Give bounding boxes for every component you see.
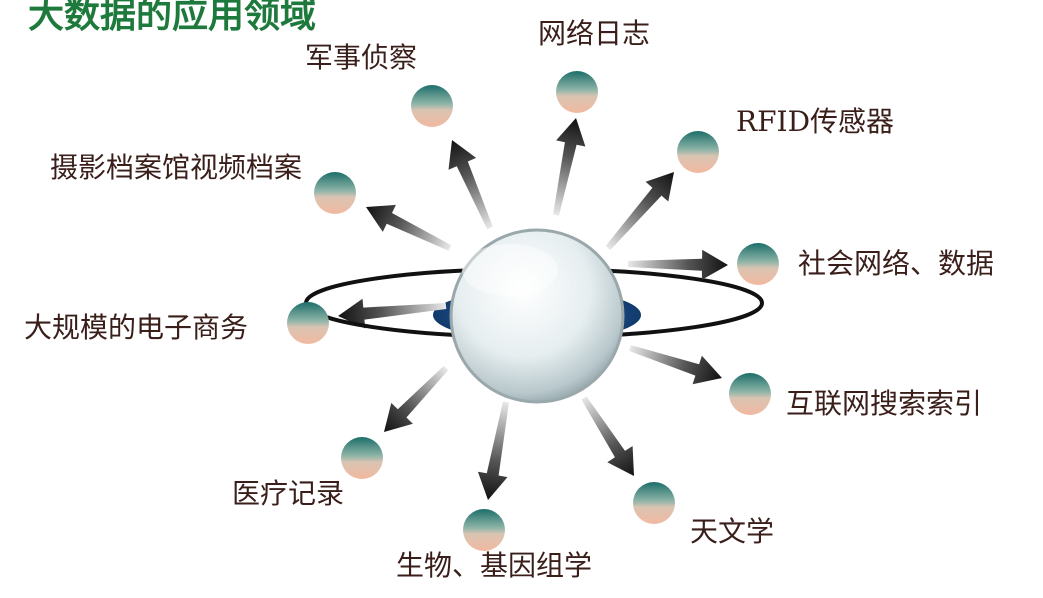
ball-tianwen bbox=[633, 482, 675, 524]
ball-shengwu bbox=[463, 509, 505, 551]
ball-shehui bbox=[737, 243, 779, 285]
label-yiliao-jilu: 医疗记录 bbox=[232, 477, 345, 510]
arrow-shengwu bbox=[477, 401, 509, 500]
ball-junshi-zhencha bbox=[411, 85, 453, 127]
arrow-group bbox=[338, 118, 728, 500]
label-shengwu-jiyin: 生物、基因组学 bbox=[396, 549, 593, 582]
label-junshi-zhencha: 军事侦察 bbox=[305, 41, 418, 74]
ball-dianzi-shangwu bbox=[287, 302, 329, 344]
ball-wangluo-rizhi bbox=[556, 71, 598, 113]
arrow-yiliao bbox=[384, 365, 449, 432]
label-shehui-wangluo: 社会网络、数据 bbox=[798, 247, 995, 280]
ball-rfid bbox=[677, 131, 719, 173]
label-hulianwang-sousuo: 互联网搜索索引 bbox=[786, 387, 983, 420]
arrow-wangluo-rizhi bbox=[553, 118, 586, 216]
arrow-tianwen bbox=[581, 396, 634, 476]
label-dianzi-shangwu: 大规模的电子商务 bbox=[24, 311, 249, 344]
central-sphere bbox=[449, 228, 625, 404]
page-title: 大数据的应用领域 bbox=[28, 0, 317, 36]
arrow-hulianwang bbox=[629, 345, 722, 385]
arrow-dianzi-shangwu bbox=[338, 298, 447, 329]
ball-group bbox=[287, 71, 779, 551]
label-wangluo-rizhi: 网络日志 bbox=[538, 17, 651, 50]
ball-hulianwang bbox=[729, 373, 771, 415]
label-rfid-sensor: RFID传感器 bbox=[736, 105, 895, 138]
arrow-rfid bbox=[605, 172, 674, 250]
arrow-junshi-zhencha bbox=[448, 140, 493, 230]
ball-yiliao bbox=[341, 437, 383, 479]
arrow-sheying bbox=[366, 204, 452, 251]
ball-sheying bbox=[314, 172, 356, 214]
label-tianwen: 天文学 bbox=[690, 515, 775, 548]
arrow-shehui bbox=[628, 249, 728, 280]
label-sheying-dangan: 摄影档案馆视频档案 bbox=[50, 151, 303, 184]
